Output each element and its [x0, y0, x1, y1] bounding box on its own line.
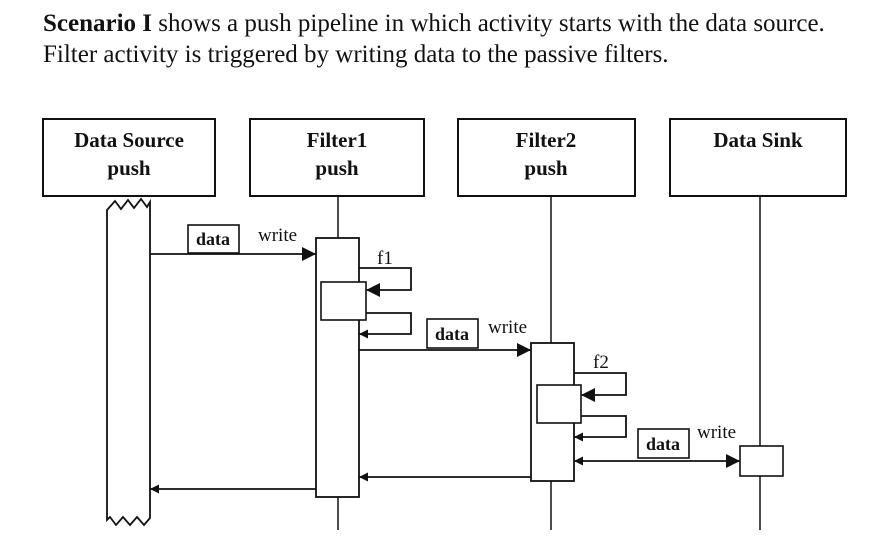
f2-return-arrow [574, 415, 627, 442]
filter1-activation [315, 237, 360, 498]
write-label-1: write [258, 225, 297, 246]
f2-call-arrow [574, 372, 627, 402]
data-token-2: data [426, 318, 479, 349]
caption: Scenario I shows a push pipeline in whic… [43, 8, 863, 70]
f2-label: f2 [593, 352, 609, 373]
write-label-2: write [488, 317, 527, 338]
component-data-source: Data Source push [42, 118, 216, 197]
data-label: data [435, 324, 469, 344]
component-title: Data Source [74, 128, 184, 152]
data-token-1: data [187, 224, 240, 254]
component-filter1: Filter1 push [249, 118, 425, 197]
write-label-3: write [697, 422, 736, 443]
caption-lead: Scenario I [43, 10, 153, 37]
data-label: data [196, 229, 230, 249]
data-label: data [646, 434, 680, 454]
f1-call-arrow [359, 267, 412, 297]
component-title: Filter1 [307, 128, 368, 152]
component-mode: push [107, 156, 151, 180]
component-filter2: Filter2 push [457, 118, 636, 197]
filter2-inner-activation [536, 384, 582, 424]
component-mode: push [524, 156, 568, 180]
caption-text: shows a push pipeline in which activity … [43, 10, 825, 68]
f1-label: f1 [377, 248, 393, 269]
data-sink-activation [739, 445, 784, 477]
data-source-activation [106, 197, 151, 527]
f1-return-arrow [359, 312, 412, 339]
component-title: Data Sink [713, 128, 803, 152]
filter1-inner-activation [320, 281, 367, 321]
component-data-sink: Data Sink [669, 118, 847, 197]
component-title: Filter2 [516, 128, 577, 152]
component-mode: push [315, 156, 359, 180]
data-token-3: data [637, 428, 690, 459]
